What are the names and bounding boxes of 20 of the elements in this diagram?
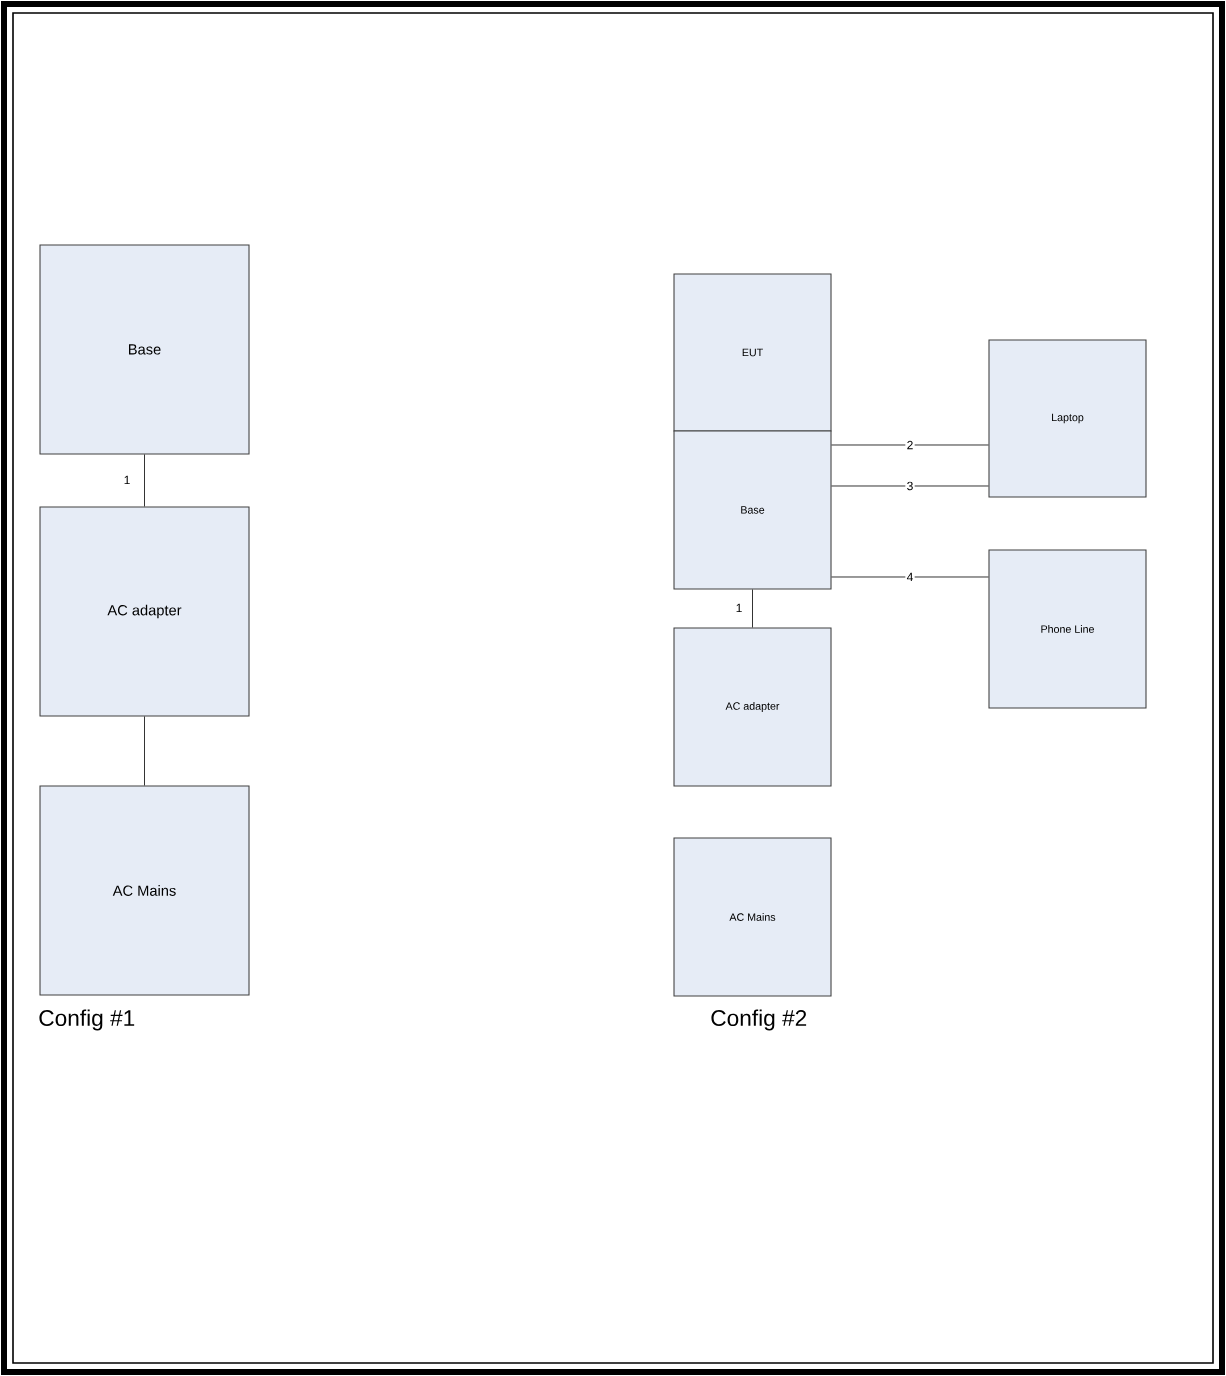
edge-label: 1 xyxy=(734,602,744,614)
connector-line xyxy=(752,589,753,628)
connector-line xyxy=(144,454,145,507)
device-box: EUT xyxy=(673,273,832,432)
device-box: Phone Line xyxy=(988,549,1147,709)
connector-line xyxy=(144,716,145,786)
device-box: Base xyxy=(39,244,250,455)
device-box: Base xyxy=(673,430,832,590)
edge-label: 2 xyxy=(905,439,915,451)
device-box: AC adapter xyxy=(673,627,832,787)
device-box: AC adapter xyxy=(39,506,250,717)
connector-line xyxy=(831,485,989,487)
edge-label: 4 xyxy=(905,571,915,583)
connector-line xyxy=(831,444,989,446)
device-box: AC Mains xyxy=(39,785,250,996)
connector-line xyxy=(831,576,989,578)
device-box: AC Mains xyxy=(673,837,832,997)
edge-label: 3 xyxy=(905,480,915,492)
edge-label: 1 xyxy=(122,474,132,486)
device-box: Laptop xyxy=(988,339,1147,498)
